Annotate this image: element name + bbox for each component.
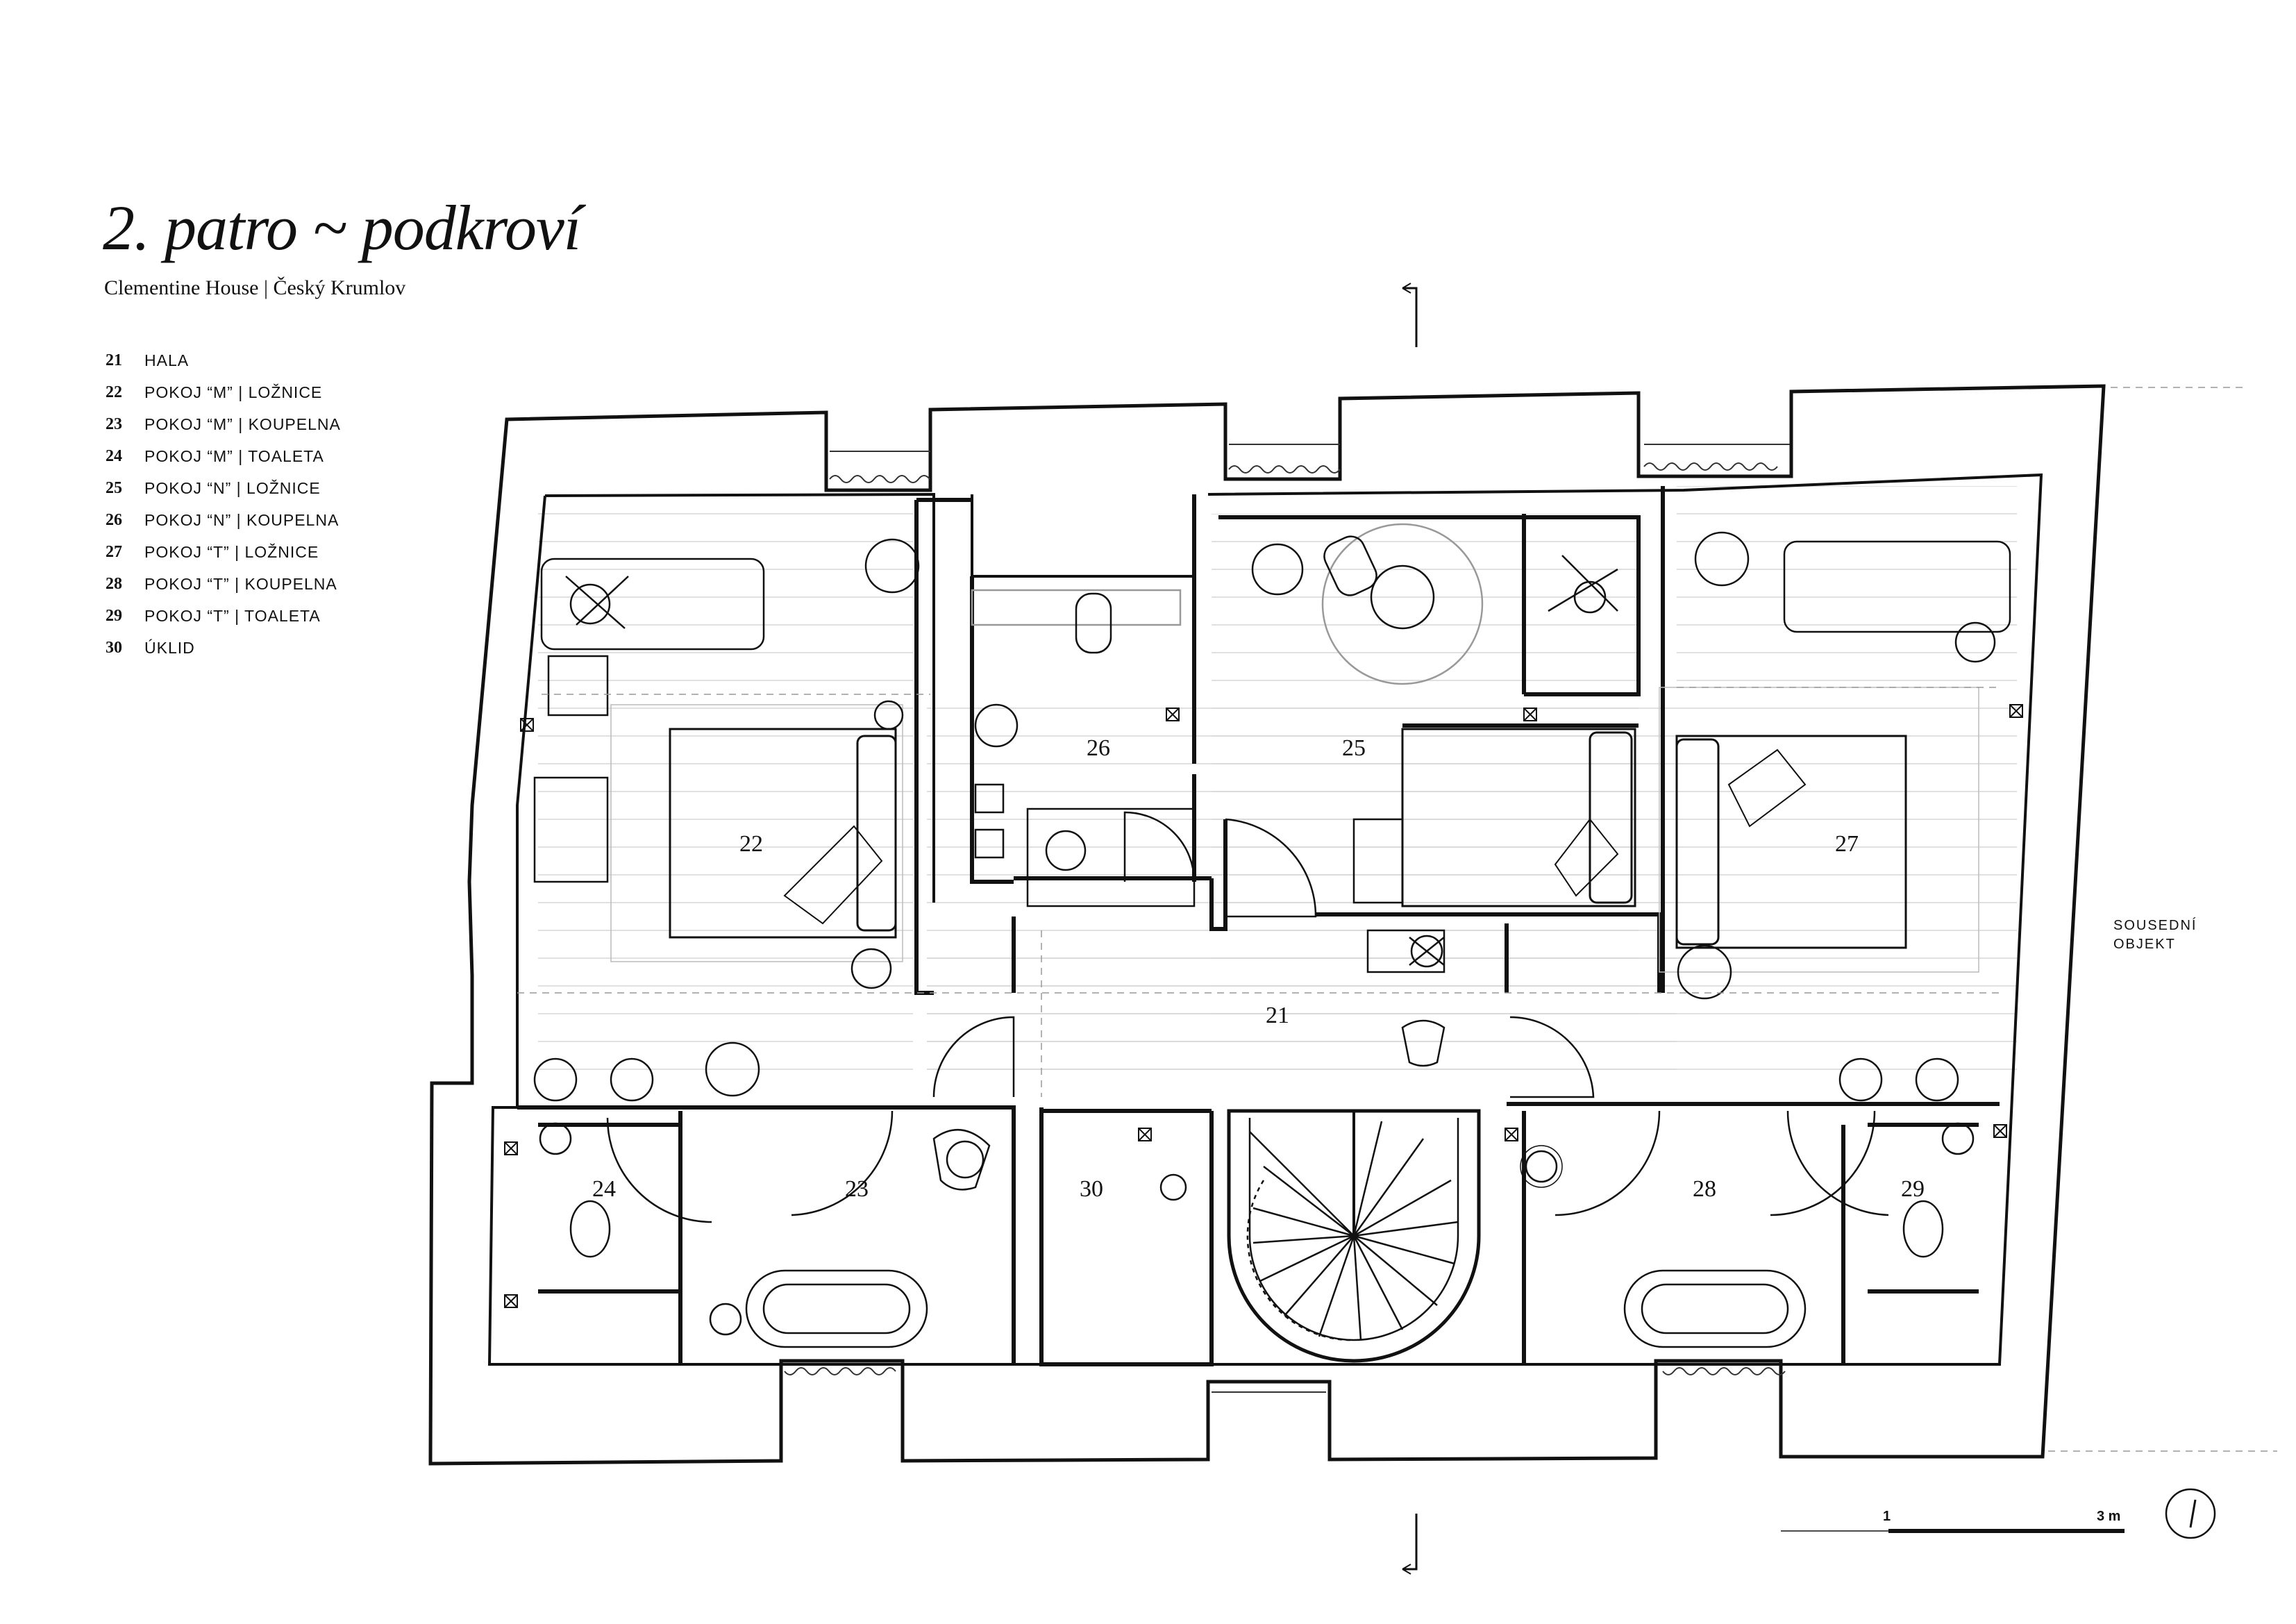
legend-label: POKOJ “M” | LOŽNICE <box>144 383 323 401</box>
legend-number: 24 <box>106 446 122 465</box>
legend-label: POKOJ “T” | LOŽNICE <box>144 542 319 561</box>
door-swings <box>606 811 1889 1223</box>
legend-item: 26 POKOJ “N” | KOUPELNA <box>106 504 341 536</box>
legend-number: 21 <box>106 351 122 369</box>
legend-number: 30 <box>106 638 122 657</box>
legend-item: 24 POKOJ “M” | TOALETA <box>106 440 341 472</box>
neighbor-label-line2: OBJEKT <box>2113 937 2176 952</box>
legend-label: ÚKLID <box>144 638 195 657</box>
legend-label: POKOJ “M” | KOUPELNA <box>144 415 341 433</box>
legend-number: 27 <box>106 542 122 561</box>
north-arrow-icon <box>2166 1489 2215 1538</box>
legend-label: POKOJ “T” | KOUPELNA <box>144 574 337 593</box>
section-arrow-icon <box>1402 283 1418 347</box>
spiral-staircase <box>1227 1109 1481 1363</box>
room-label-27: 27 <box>1835 831 1859 857</box>
neighbor-label-line1: SOUSEDNÍ <box>2113 918 2197 933</box>
scale-label-end: 3 m <box>2097 1509 2120 1524</box>
scale-bar: 1 3 m <box>1781 1509 2125 1533</box>
room-label-28: 28 <box>1693 1176 1716 1202</box>
legend-item: 22 POKOJ “M” | LOŽNICE <box>106 376 341 408</box>
legend-item: 30 ÚKLID <box>106 632 341 664</box>
legend-item: 29 POKOJ “T” | TOALETA <box>106 600 341 632</box>
page-subtitle: Clementine House | Český Krumlov <box>104 276 406 299</box>
legend-number: 22 <box>106 383 122 401</box>
room-label-24: 24 <box>592 1176 616 1202</box>
scale-label-start: 1 <box>1883 1509 1891 1524</box>
legend-number: 28 <box>106 574 122 593</box>
legend-item: 21 HALA <box>106 344 341 376</box>
legend-number: 25 <box>106 478 122 497</box>
figures <box>565 535 2216 1539</box>
dashed-lines <box>517 387 2277 1452</box>
legend-label: HALA <box>144 351 190 369</box>
legend-number: 26 <box>106 510 122 529</box>
legend-number: 23 <box>106 415 122 433</box>
legend-label: POKOJ “T” | TOALETA <box>144 606 321 625</box>
legend-item: 27 POKOJ “T” | LOŽNICE <box>106 536 341 568</box>
outer-wall <box>428 384 2106 1466</box>
legend-label: POKOJ “M” | TOALETA <box>144 446 324 465</box>
room-label-30: 30 <box>1080 1176 1103 1202</box>
bed <box>1401 728 1636 907</box>
section-arrow-icon <box>1402 1514 1418 1575</box>
room-label-21: 21 <box>1266 1003 1289 1028</box>
legend-number: 29 <box>106 606 122 625</box>
legend-label: POKOJ “N” | LOŽNICE <box>144 478 321 497</box>
column-markers <box>504 704 2023 1308</box>
room-label-23: 23 <box>845 1176 869 1202</box>
bath-fixtures <box>539 592 1975 1348</box>
page-title: 2. patro ~ podkroví <box>103 192 581 263</box>
legend-label: POKOJ “N” | KOUPELNA <box>144 510 340 529</box>
room-label-25: 25 <box>1342 735 1366 761</box>
room-label-26: 26 <box>1087 735 1110 761</box>
floor-boards <box>538 486 2017 1090</box>
legend-item: 25 POKOJ “N” | LOŽNICE <box>106 472 341 504</box>
room-label-29: 29 <box>1901 1176 1925 1202</box>
neighbor-label: SOUSEDNÍ OBJEKT <box>2113 916 2197 954</box>
bed <box>610 704 903 962</box>
window-curtains <box>784 444 1790 1393</box>
legend-item: 28 POKOJ “T” | KOUPELNA <box>106 568 341 600</box>
room-label-22: 22 <box>739 831 763 857</box>
legend-item: 23 POKOJ “M” | KOUPELNA <box>106 408 341 440</box>
